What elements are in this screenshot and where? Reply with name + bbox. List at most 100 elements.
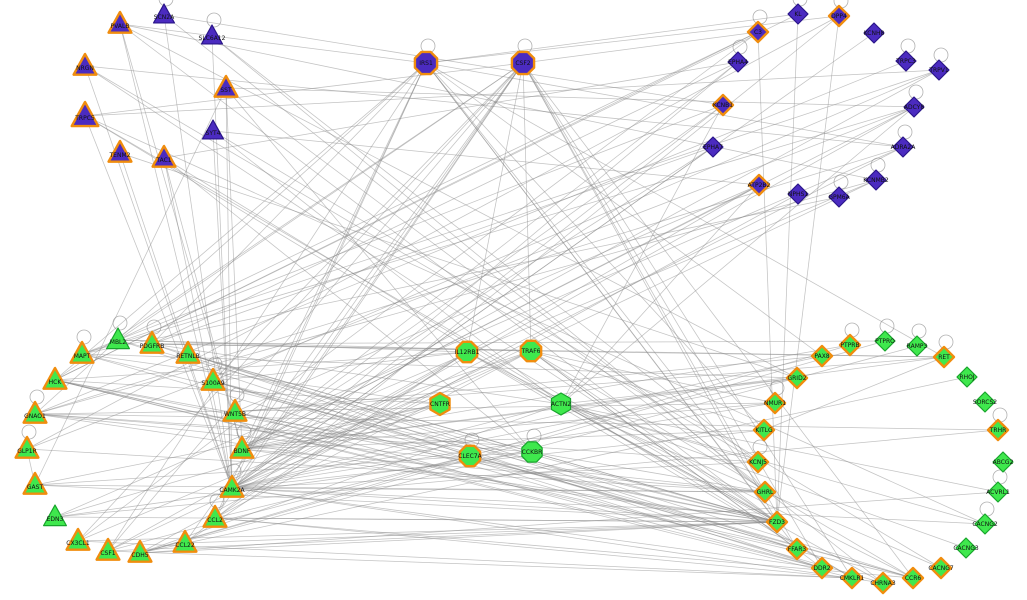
node-ATP2B2[interactable]: ATP2B2 [748,173,771,197]
node-GRID2[interactable]: GRID2 [785,366,809,390]
edge [26,448,766,493]
edge [214,517,853,579]
edge [54,13,799,381]
node-ACVRL1[interactable]: ACVRL1 [986,481,1010,503]
node-KCNMB2[interactable]: KCNMB2 [863,169,889,191]
node-C3[interactable]: C3 [746,20,770,44]
edge [34,413,778,523]
self-loop [992,407,1008,423]
node-ADRA2A[interactable]: ADRA2A [891,136,917,158]
node-CSF2[interactable]: CSF2 [510,50,536,76]
edge [34,87,227,486]
node-CCR6[interactable]: CCR6 [901,566,925,590]
node-SORCS2[interactable]: SORCS2 [973,391,997,413]
node-TRPC3[interactable]: TRPC3 [895,50,917,72]
node-IL12RB1[interactable]: IL12RB1 [455,340,480,364]
node-WNT5B[interactable]: WNT5B [222,398,248,422]
edge [163,157,233,489]
edge [214,517,914,579]
node-GNAO1[interactable]: GNAO1 [22,400,48,424]
node-GPM6A[interactable]: GPM6A [828,186,851,208]
node-GLP1R[interactable]: GLP1R [14,435,40,459]
self-loop [158,0,174,7]
edge [34,451,533,486]
node-TRPC5[interactable]: TRPC5 [70,100,100,128]
diamond-node-shape [974,391,996,413]
node-ADCY8[interactable]: ADCY8 [903,96,925,118]
node-TRPV1[interactable]: TRPV1 [928,59,950,81]
self-loop [979,501,995,517]
edge [522,62,914,579]
diamond-node-shape [992,451,1014,473]
diamond-node-shape [785,366,809,390]
node-RHOJ[interactable]: RHOJ [956,366,978,388]
edge [466,62,524,353]
edge [560,403,759,463]
node-KCNJ5[interactable]: KCNJ5 [746,450,770,474]
node-IRS1[interactable]: IRS1 [413,50,439,76]
triangle-node-shape [229,435,255,459]
node-TRHR[interactable]: TRHR [986,418,1010,442]
edge [26,15,840,450]
edge [231,461,759,489]
node-KCNH8[interactable]: KCNH8 [863,22,885,44]
node-CACNG2[interactable]: CACNG2 [972,513,998,535]
node-KITLG[interactable]: KITLG [752,418,776,442]
node-GHRL[interactable]: GHRL [753,480,777,504]
edge [84,65,904,148]
node-KL[interactable]: KL [787,3,809,25]
self-loop-layer [21,0,1008,517]
edge [81,106,915,355]
edge [234,356,945,413]
node-KCNB1[interactable]: KCNB1 [711,93,735,117]
edge [34,484,766,493]
node-ABCG2[interactable]: ABCG2 [992,451,1014,473]
self-loop [897,124,913,140]
edge [214,350,532,519]
node-EPHA4[interactable]: EPHA4 [727,51,749,73]
diamond-node-shape [711,93,735,117]
self-loop [112,315,128,331]
node-PTPRB[interactable]: PTPRB [838,333,862,357]
node-PVALB[interactable]: PVALB [107,10,133,34]
diamond-node-shape [838,333,862,357]
edge [81,353,778,523]
edge [151,146,714,345]
triangle-node-shape [70,100,100,128]
triangle-node-shape [222,398,248,422]
node-NMUR1[interactable]: NMUR1 [763,391,786,415]
edge [119,23,243,450]
node-RET[interactable]: RET [932,345,956,369]
node-CACNG3[interactable]: CACNG3 [953,537,979,559]
self-loop [21,424,37,440]
node-PAX8[interactable]: PAX8 [810,344,834,368]
edge [241,403,441,450]
node-NRGN[interactable]: NRGN [72,52,98,76]
edge [81,69,940,355]
node-PTPRO[interactable]: PTPRO [874,330,896,352]
triangle-node-shape [42,366,68,390]
edge [225,87,533,453]
node-EDN3[interactable]: EDN3 [42,504,68,527]
edge [163,14,233,489]
node-DPP4[interactable]: DPP4 [827,4,851,28]
node-RAMP3[interactable]: RAMP3 [906,335,928,357]
node-SCN2A[interactable]: SCN2A [152,3,176,24]
diamond-node-shape [787,183,809,205]
triangle-node-shape [201,119,225,140]
node-MBL2[interactable]: MBL2 [105,327,130,350]
node-HCK[interactable]: HCK [42,366,68,390]
edge [77,31,759,542]
triangle-node-shape [105,327,130,350]
node-TRAF6[interactable]: TRAF6 [519,339,543,363]
diamond-node-shape [871,571,895,595]
triangle-node-shape [42,504,68,527]
edge [231,32,875,489]
edge [776,15,840,523]
self-loop [908,84,924,100]
node-CACNG7[interactable]: CACNG7 [928,556,954,580]
edge [231,106,915,489]
node-EPHA7[interactable]: EPHA7 [702,136,724,158]
node-CNTFR[interactable]: CNTFR [429,391,451,417]
node-CCKBR[interactable]: CCKBR [521,441,543,463]
